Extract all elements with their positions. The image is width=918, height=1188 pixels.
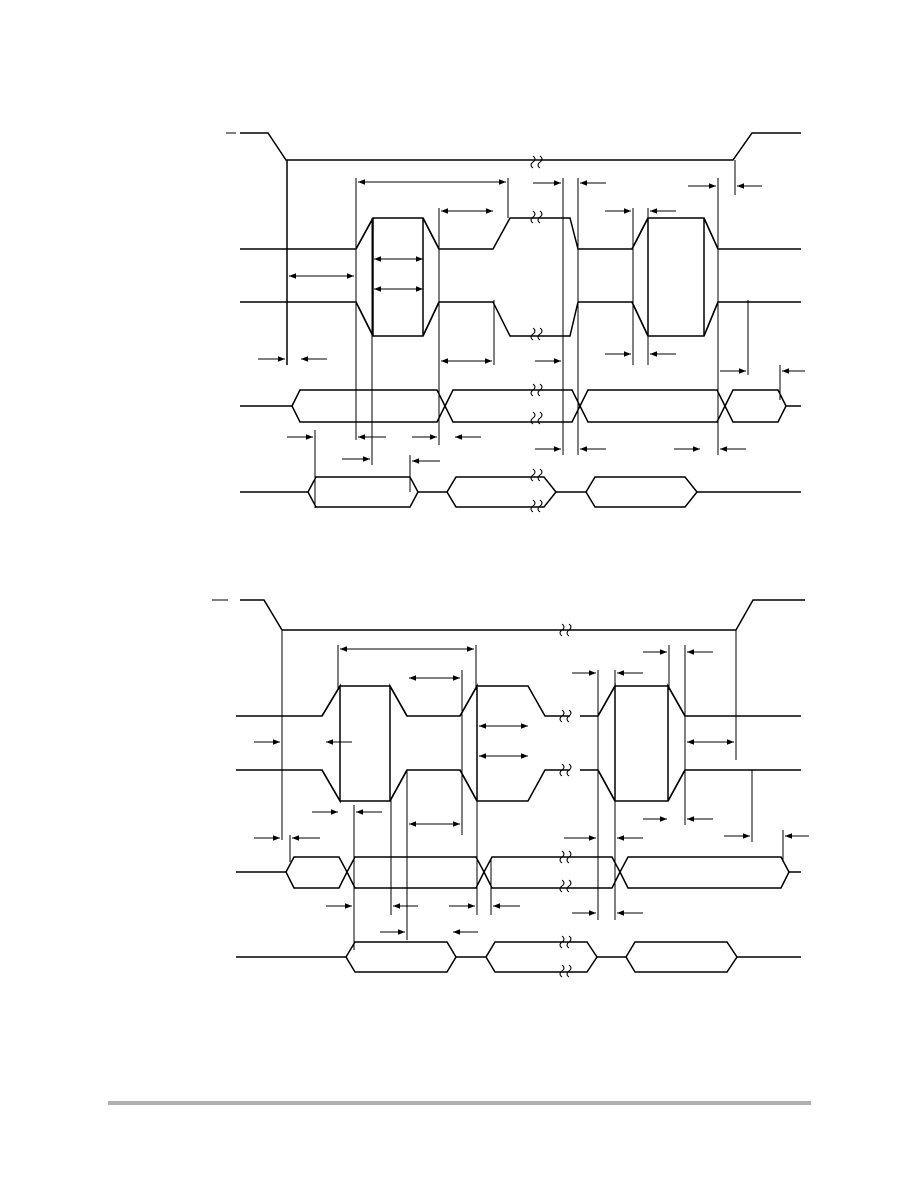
data-signals-1: [240, 217, 801, 337]
timing-arrows-1: [258, 179, 805, 464]
footer-rule: [108, 1101, 811, 1105]
break-marks-2: [559, 623, 572, 978]
reference-lines-2: [289, 645, 784, 950]
bus-b-2: [236, 941, 801, 973]
timing-diagram-2: [212, 599, 809, 978]
strobe-signal-2: [212, 599, 805, 840]
timing-arrows-2: [254, 646, 809, 935]
reference-lines-1: [314, 160, 781, 508]
bus-b-1: [240, 476, 801, 508]
bus-a-2: [236, 856, 801, 889]
data-signals-2: [236, 683, 801, 804]
strobe-signal-1: [226, 132, 801, 365]
timing-diagram-1: [226, 132, 805, 513]
bus-a-1: [240, 389, 801, 423]
break-marks-1: [530, 155, 543, 513]
